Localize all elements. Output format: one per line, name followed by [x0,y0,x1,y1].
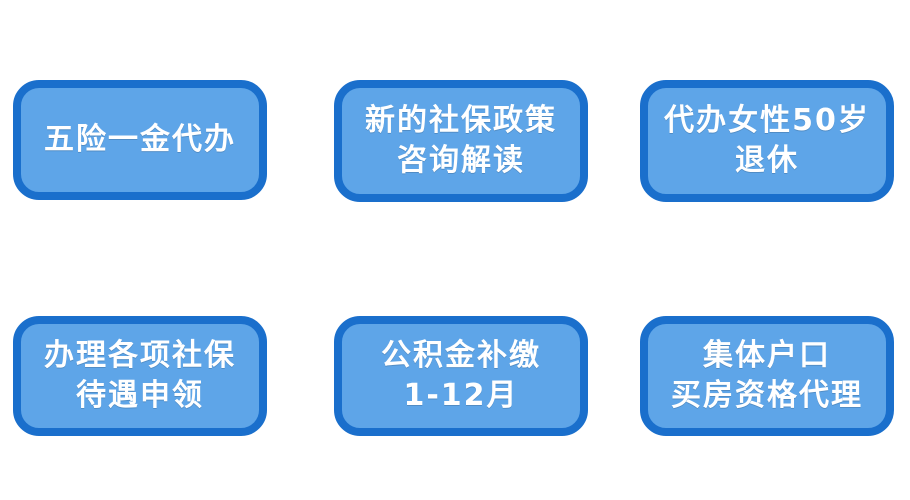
tile-line: 退休 [735,143,799,178]
service-tile-social-insurance[interactable]: 五险一金代办 [13,80,267,200]
tile-line: 五险一金代办 [44,122,236,157]
service-tile-policy-consulting[interactable]: 新的社保政策 咨询解读 [334,80,588,202]
service-tile-collective-hukou[interactable]: 集体户口 买房资格代理 [640,316,894,436]
service-tile-benefit-claims[interactable]: 办理各项社保 待遇申领 [13,316,267,436]
tile-line: 公积金补缴 [381,338,541,373]
tile-line: 咨询解读 [397,143,525,178]
tile-line: 1-12月 [403,378,519,413]
tile-line: 买房资格代理 [671,378,863,413]
tile-line: 办理各项社保 [44,338,236,373]
tile-line: 集体户口 [703,338,831,373]
tile-line: 代办女性50岁 [664,103,870,138]
service-tile-housing-fund[interactable]: 公积金补缴 1-12月 [334,316,588,436]
tile-line: 待遇申领 [76,378,204,413]
tile-line: 新的社保政策 [365,103,557,138]
service-tile-retirement[interactable]: 代办女性50岁 退休 [640,80,894,202]
